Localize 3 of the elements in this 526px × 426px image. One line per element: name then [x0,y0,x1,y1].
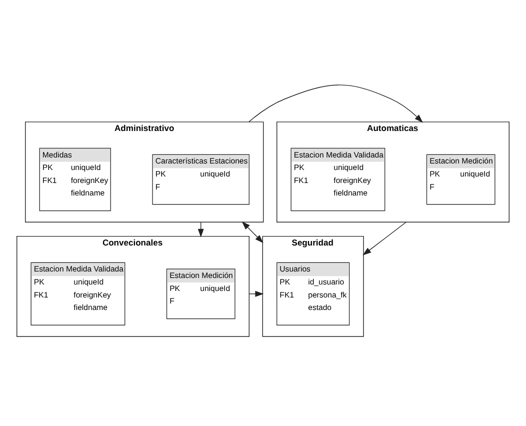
arrow [242,220,264,243]
arrow [248,84,423,122]
arrow [362,221,406,255]
